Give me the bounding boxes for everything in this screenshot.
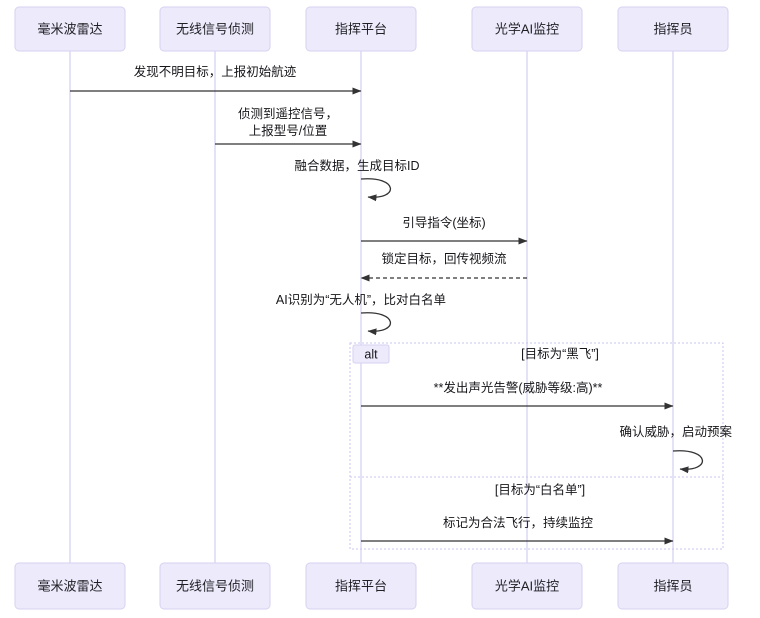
message-label-m2-line2: 上报型号/位置: [249, 123, 327, 138]
alt-condition-2: [目标为“白名单”]: [495, 482, 585, 497]
message-label-m4: 引导指令(坐标): [402, 215, 485, 230]
message-label-m8: 确认威胁，启动预案: [619, 424, 732, 439]
message-label-m7: **发出声光告警(威胁等级:高)**: [434, 380, 603, 395]
actor-bottom-optical-label: 光学AI监控: [495, 578, 559, 593]
message-label-m1: 发现不明目标，上报初始航迹: [134, 64, 297, 79]
actor-bottom-radar-label: 毫米波雷达: [37, 578, 102, 593]
actor-top-radar-label: 毫米波雷达: [37, 21, 102, 36]
actor-bottom-officer-label: 指挥员: [653, 578, 692, 593]
actor-top-rf-label: 无线信号侦测: [176, 21, 254, 36]
messages: 发现不明目标，上报初始航迹 侦测到遥控信号， 上报型号/位置 融合数据，生成目标…: [70, 64, 732, 545]
message-label-m9: 标记为合法飞行，持续监控: [443, 515, 594, 530]
actor-bottom-officer-box[interactable]: [617, 562, 729, 610]
actor-bottom-platform-label: 指挥平台: [335, 578, 387, 593]
actor-bottom-rf-label: 无线信号侦测: [176, 578, 254, 593]
actor-top-platform-box[interactable]: [305, 6, 417, 52]
message-label-m6: AI识别为“无人机”，比对白名单: [276, 292, 446, 307]
actor-boxes-top: 毫米波雷达 无线信号侦测 指挥平台 光学AI监控 指挥员: [14, 6, 729, 52]
message-selfloop-m8: [672, 450, 704, 474]
message-selfloop-m3: [360, 178, 392, 202]
actor-top-radar-box[interactable]: [14, 6, 126, 52]
message-label-m2-line1: 侦测到遥控信号，: [238, 107, 338, 121]
alt-condition-1: [目标为“黑飞”]: [521, 347, 599, 361]
actor-bottom-optical-box[interactable]: [471, 562, 583, 610]
actor-bottom-radar[interactable]: 毫米波雷达: [14, 562, 126, 610]
actor-bottom-optical[interactable]: 光学AI监控: [471, 562, 583, 610]
actor-bottom-rf-box[interactable]: [159, 562, 271, 610]
message-label-m3: 融合数据，生成目标ID: [294, 158, 419, 173]
actor-bottom-officer[interactable]: 指挥员: [617, 562, 729, 610]
message-label-m5: 锁定目标，回传视频流: [381, 251, 507, 266]
actor-bottom-rf[interactable]: 无线信号侦测: [159, 562, 271, 610]
alt-fragment: alt [目标为“黑飞”] [目标为“白名单”]: [349, 342, 724, 550]
actor-top-officer-label: 指挥员: [653, 21, 692, 36]
actor-boxes-bottom: 毫米波雷达 无线信号侦测 指挥平台 光学AI监控 指挥员: [14, 562, 729, 610]
actor-bottom-platform[interactable]: 指挥平台: [305, 562, 417, 610]
actor-top-optical-box[interactable]: [471, 6, 583, 52]
actor-top-radar[interactable]: 毫米波雷达: [14, 6, 126, 52]
actor-top-rf-box[interactable]: [159, 6, 271, 52]
alt-fragment-outline: [349, 342, 724, 550]
actor-top-platform[interactable]: 指挥平台: [305, 6, 417, 52]
actor-bottom-platform-box[interactable]: [305, 562, 417, 610]
message-selfloop-m6: [360, 312, 392, 336]
alt-tag-box: [352, 344, 390, 364]
alt-tag-label: alt: [364, 347, 378, 361]
actor-top-optical[interactable]: 光学AI监控: [471, 6, 583, 52]
actor-top-platform-label: 指挥平台: [335, 21, 387, 36]
lifelines: [69, 51, 674, 563]
actor-top-rf[interactable]: 无线信号侦测: [159, 6, 271, 52]
actor-top-optical-label: 光学AI监控: [495, 21, 559, 36]
actor-top-officer-box[interactable]: [617, 6, 729, 52]
actor-top-officer[interactable]: 指挥员: [617, 6, 729, 52]
actor-bottom-radar-box[interactable]: [14, 562, 126, 610]
